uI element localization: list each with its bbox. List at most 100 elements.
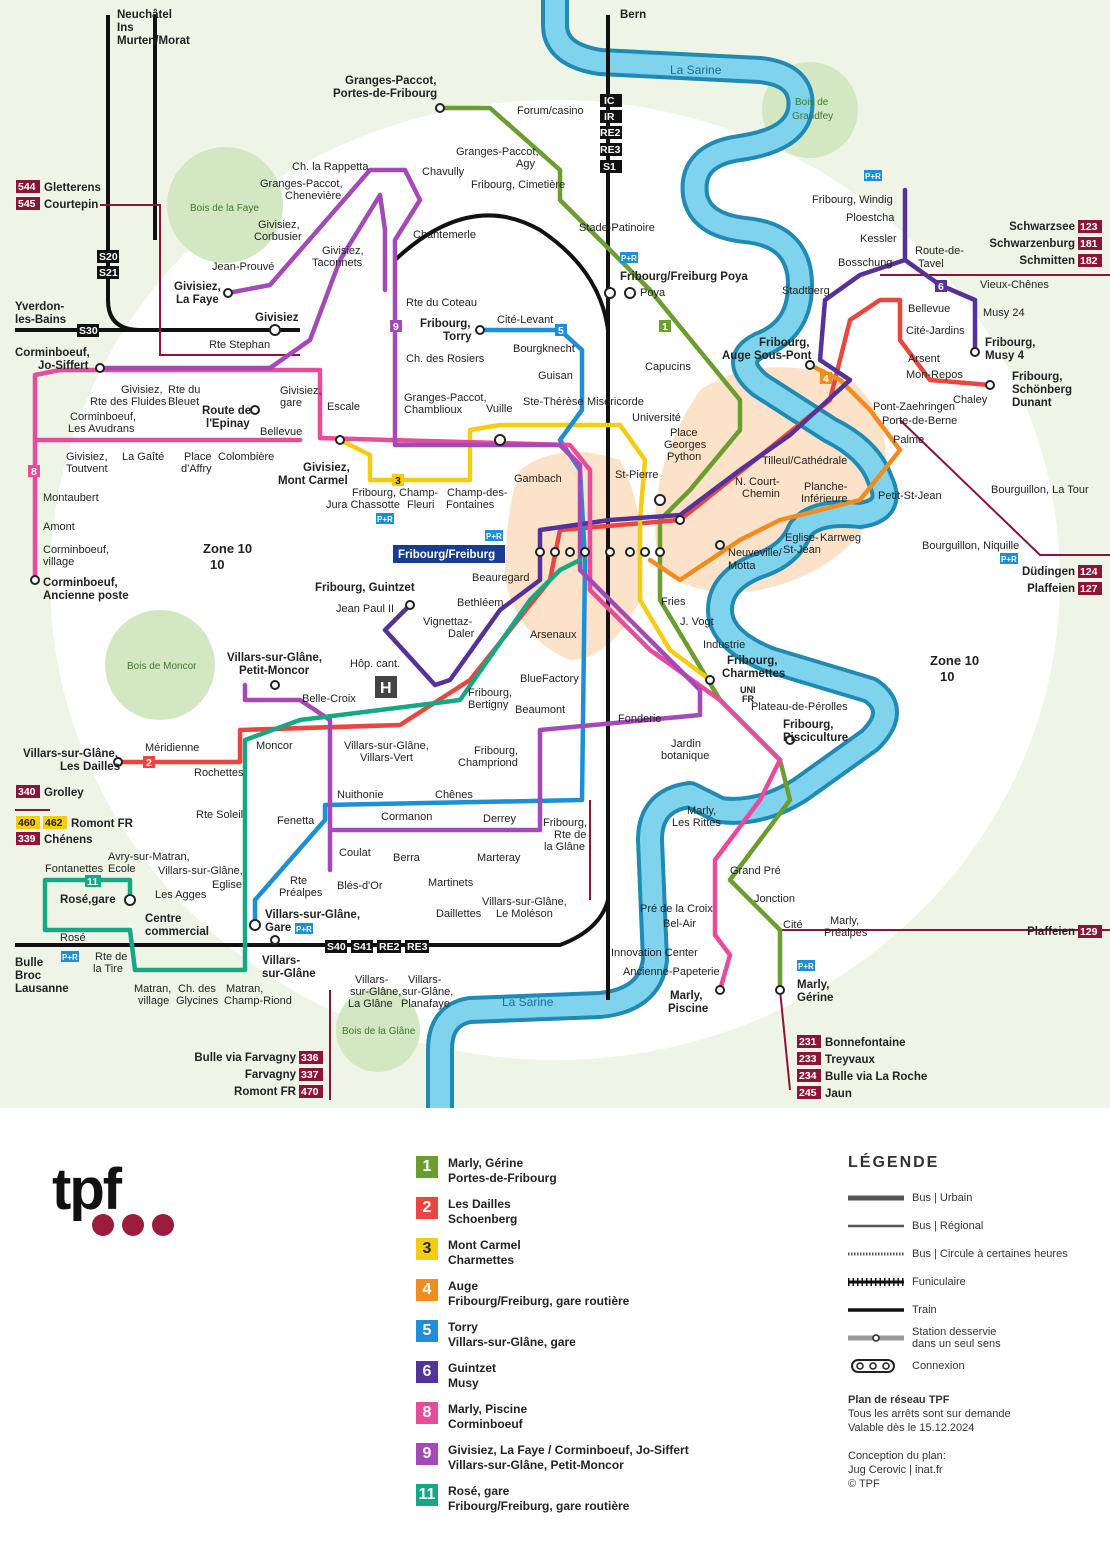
svg-text:Fribourg,: Fribourg, xyxy=(352,487,396,499)
svg-text:Dunant: Dunant xyxy=(1012,397,1052,409)
line-terminal-1: Marly, Piscine xyxy=(448,1402,528,1416)
svg-text:Rosé: Rosé xyxy=(60,932,86,944)
svg-text:Bourgknecht: Bourgknecht xyxy=(513,343,575,355)
line-number-badge: 5 xyxy=(416,1320,438,1342)
svg-text:Place: Place xyxy=(184,451,212,463)
svg-text:Chénens: Chénens xyxy=(44,834,93,846)
svg-text:S40: S40 xyxy=(327,941,346,953)
svg-text:Eglise-: Eglise- xyxy=(785,532,819,544)
svg-text:Villars-sur-Glâne,: Villars-sur-Glâne, xyxy=(344,740,429,752)
svg-text:Cité-Levant: Cité-Levant xyxy=(497,314,553,326)
logo-dot xyxy=(122,1214,144,1236)
svg-text:commercial: commercial xyxy=(145,926,209,938)
line-terminals: Givisiez, La Faye / Corminboeuf, Jo-Siff… xyxy=(448,1443,689,1473)
svg-text:Daillettes: Daillettes xyxy=(436,908,482,920)
bus-dotted-symbol xyxy=(848,1252,904,1256)
svg-text:Schwarzenburg: Schwarzenburg xyxy=(989,238,1075,250)
svg-text:Grand Pré: Grand Pré xyxy=(730,865,781,877)
svg-text:Fribourg/Freiburg Poya: Fribourg/Freiburg Poya xyxy=(620,271,748,283)
svg-text:Nuithonie: Nuithonie xyxy=(337,789,383,801)
bus-urban-symbol xyxy=(848,1195,904,1201)
network-map-svg: 1 2 3 4 5 6 8 9 11 Bois de la Faye Bois … xyxy=(15,0,1110,1108)
zone-label-west: Zone 10 xyxy=(203,541,252,556)
svg-text:Rte Stephan: Rte Stephan xyxy=(209,339,270,351)
svg-text:Motta: Motta xyxy=(728,560,756,572)
svg-text:Villars-: Villars- xyxy=(355,974,389,986)
svg-text:P+R: P+R xyxy=(62,953,78,962)
svg-text:P+R: P+R xyxy=(486,532,502,541)
svg-text:Guisan: Guisan xyxy=(538,370,573,382)
svg-text:Schmitten: Schmitten xyxy=(1019,255,1075,267)
svg-text:337: 337 xyxy=(301,1069,319,1081)
svg-text:Ancienne poste: Ancienne poste xyxy=(43,590,129,602)
river-sarine-inner xyxy=(430,0,895,1108)
svg-text:N. Court-: N. Court- xyxy=(735,476,780,488)
legend-label: Funiculaire xyxy=(912,1276,966,1288)
svg-text:Fontanettes: Fontanettes xyxy=(45,863,104,875)
svg-text:Marly,: Marly, xyxy=(687,805,716,817)
svg-text:Villars-: Villars- xyxy=(262,955,300,967)
svg-text:Rte de: Rte de xyxy=(95,951,127,963)
svg-text:544: 544 xyxy=(18,181,36,193)
svg-text:Granges-Paccot,: Granges-Paccot, xyxy=(404,392,487,404)
svg-text:Romont FR: Romont FR xyxy=(71,818,134,830)
svg-text:Ch. des: Ch. des xyxy=(178,983,216,995)
svg-text:3: 3 xyxy=(395,475,401,487)
bus-regional-symbol xyxy=(848,1224,904,1228)
svg-text:Capucins: Capucins xyxy=(645,361,691,373)
zone-label-west-num: 10 xyxy=(210,557,224,572)
wood-moncor xyxy=(105,610,215,720)
line-9-branch xyxy=(97,192,388,371)
svg-text:Ancienne-Papeterie: Ancienne-Papeterie xyxy=(623,966,720,978)
svg-text:233: 233 xyxy=(799,1053,817,1065)
svg-text:Fribourg,: Fribourg, xyxy=(1012,371,1062,383)
svg-text:RE3: RE3 xyxy=(600,144,621,156)
svg-text:Marly,: Marly, xyxy=(670,990,702,1002)
svg-text:Jean-Prouvé: Jean-Prouvé xyxy=(212,261,274,273)
svg-text:Chamblioux: Chamblioux xyxy=(404,404,463,416)
svg-text:la Glâne: la Glâne xyxy=(544,841,585,853)
svg-text:botanique: botanique xyxy=(661,750,709,762)
svg-text:Courtepin: Courtepin xyxy=(44,199,98,211)
main-station-badge xyxy=(393,545,505,563)
line-terminal-1: Mont Carmel xyxy=(448,1238,521,1252)
svg-text:Fribourg, Windig: Fribourg, Windig xyxy=(812,194,893,206)
svg-text:P+R: P+R xyxy=(1001,555,1017,564)
svg-text:Düdingen: Düdingen xyxy=(1022,566,1075,578)
line-3-route xyxy=(337,422,713,683)
tpf-logo: tpf xyxy=(52,1157,122,1222)
svg-text:Palme: Palme xyxy=(893,434,924,446)
svg-text:129: 129 xyxy=(1080,926,1098,938)
svg-text:Bethléem: Bethléem xyxy=(457,597,503,609)
svg-text:Treyvaux: Treyvaux xyxy=(825,1054,875,1066)
svg-text:Fontaines: Fontaines xyxy=(446,499,495,511)
svg-text:Amont: Amont xyxy=(43,521,75,533)
line-number-badge: 11 xyxy=(416,1484,438,1506)
svg-text:Givisiez,: Givisiez, xyxy=(258,219,300,231)
svg-text:Givisiez: Givisiez xyxy=(255,312,299,324)
svg-text:sur-Glâne: sur-Glâne xyxy=(262,968,316,980)
train-symbol xyxy=(848,1308,904,1312)
svg-text:Glycines: Glycines xyxy=(176,995,219,1007)
main-station-label[interactable]: Fribourg/Freiburg xyxy=(398,549,495,561)
svg-text:Charmettes: Charmettes xyxy=(722,668,785,680)
legend-row-bus-certain-hours: Bus | Circule à certaines heures xyxy=(848,1240,1078,1268)
line-5-route xyxy=(252,327,588,928)
svg-text:Gambach: Gambach xyxy=(514,473,562,485)
svg-text:Jean Paul II: Jean Paul II xyxy=(336,603,394,615)
svg-text:Champriond: Champriond xyxy=(458,757,518,769)
svg-text:181: 181 xyxy=(1080,238,1098,250)
svg-text:Corminboeuf,: Corminboeuf, xyxy=(15,347,90,359)
svg-text:Bosschung: Bosschung xyxy=(838,257,892,269)
line-number-badge: 4 xyxy=(416,1279,438,1301)
svg-text:St-Jean: St-Jean xyxy=(783,544,821,556)
svg-text:Préalpes: Préalpes xyxy=(279,887,323,899)
line-terminal-2: Musy xyxy=(448,1376,479,1390)
svg-text:Givisiez,: Givisiez, xyxy=(121,384,163,396)
svg-text:gare: gare xyxy=(280,397,302,409)
svg-text:Ecole: Ecole xyxy=(108,863,136,875)
line-badges-on-map: 1 2 3 4 5 6 8 9 11 xyxy=(28,280,947,888)
